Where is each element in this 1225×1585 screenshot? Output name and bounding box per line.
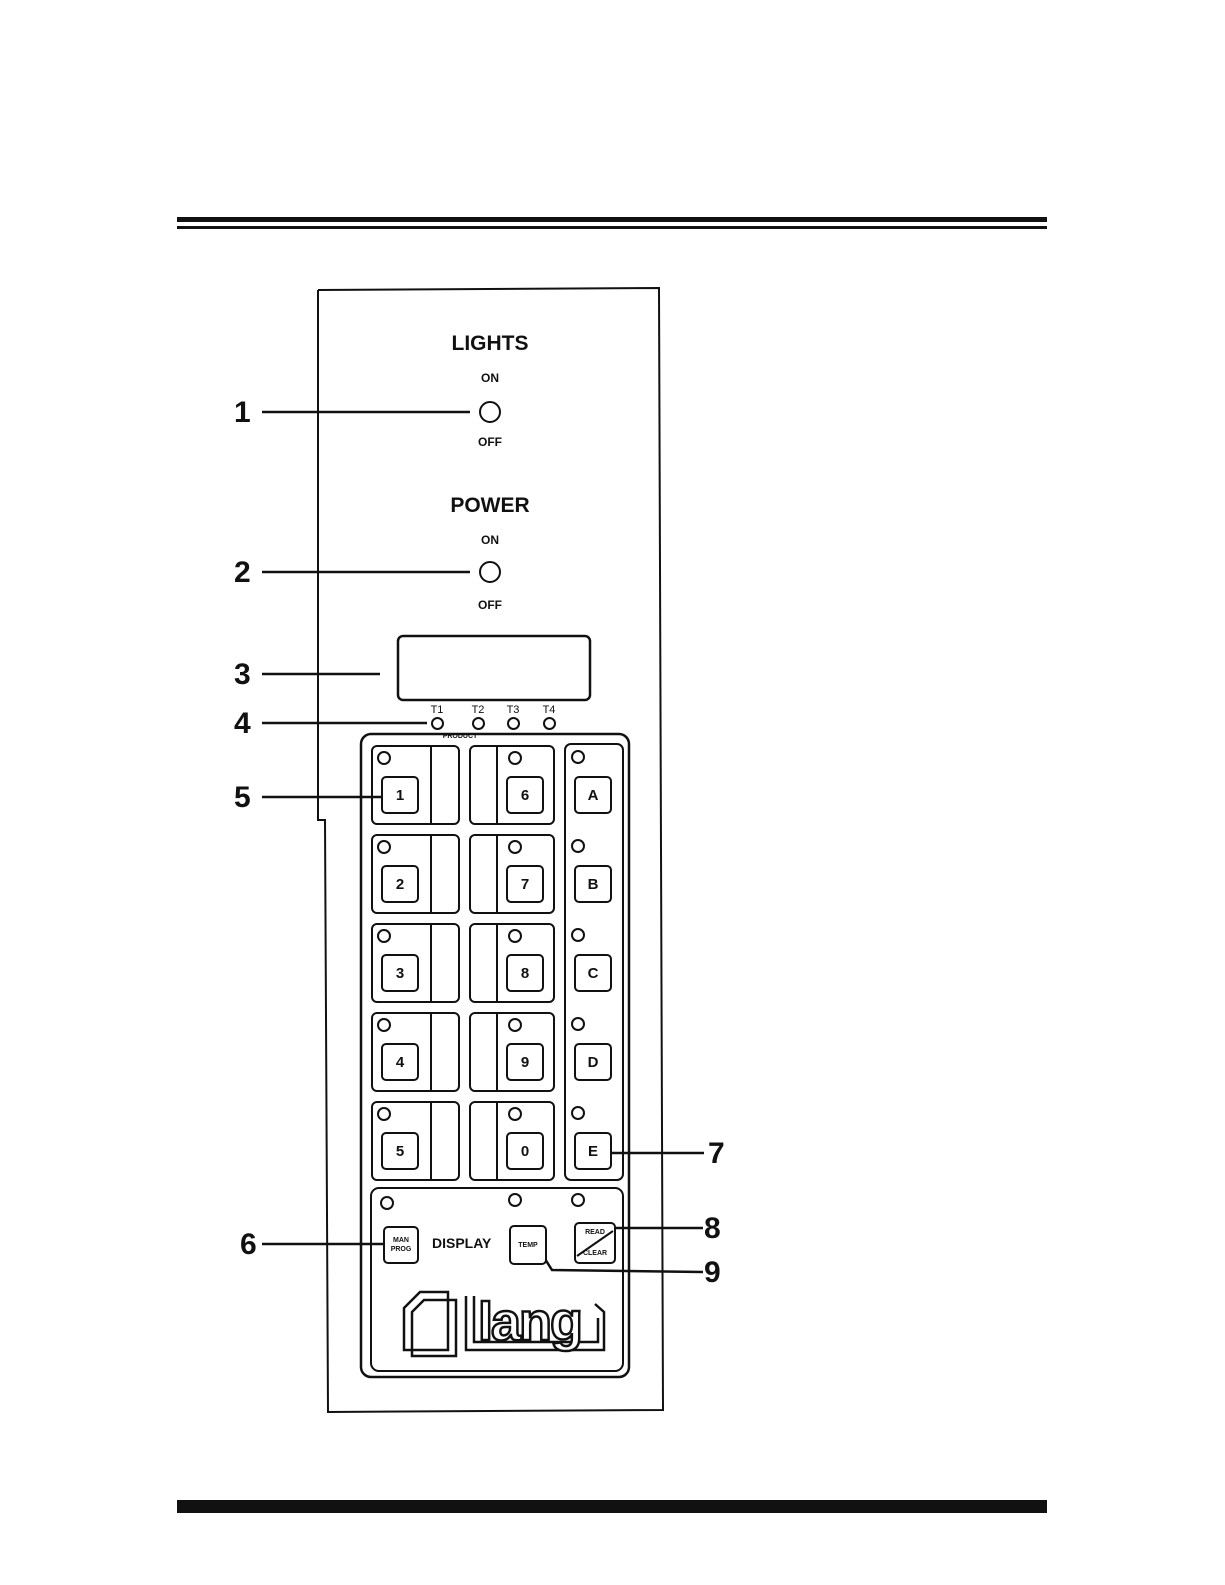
- logo-text: lang: [478, 1292, 581, 1352]
- product-key-5[interactable]: 5: [381, 1132, 419, 1170]
- display-window: [398, 636, 590, 700]
- product-led-1: [377, 751, 391, 765]
- product-cell-divider: [430, 834, 432, 914]
- callout-4: 4: [234, 709, 251, 739]
- callout-8: 8: [704, 1214, 721, 1244]
- callout-1: 1: [234, 398, 251, 428]
- timer-led-t1: [431, 717, 444, 730]
- timer-label-t1: T1: [425, 704, 449, 716]
- product-label: PRODUCT: [430, 733, 490, 740]
- letter-led-a: [571, 750, 585, 764]
- product-key-3[interactable]: 3: [381, 954, 419, 992]
- product-key-2[interactable]: 2: [381, 865, 419, 903]
- product-cell-divider: [496, 1101, 498, 1181]
- product-key-9[interactable]: 9: [506, 1043, 544, 1081]
- callout-7: 7: [708, 1139, 725, 1169]
- product-led-5: [377, 1107, 391, 1121]
- product-led-3: [377, 929, 391, 943]
- power-on-label: ON: [470, 533, 510, 547]
- callout-2: 2: [234, 558, 251, 588]
- temp-led: [508, 1193, 522, 1207]
- man-prog-line1: MAN: [393, 1236, 409, 1245]
- product-led-0: [508, 1107, 522, 1121]
- callout-9: 9: [704, 1258, 721, 1288]
- letter-key-a[interactable]: A: [574, 776, 612, 814]
- timer-led-t4: [543, 717, 556, 730]
- letter-key-e[interactable]: E: [574, 1132, 612, 1170]
- product-led-2: [377, 840, 391, 854]
- man-prog-line2: PROG: [391, 1245, 412, 1254]
- callout-line-9: [540, 1251, 703, 1272]
- product-key-7[interactable]: 7: [506, 865, 544, 903]
- display-label: DISPLAY: [432, 1235, 502, 1251]
- product-led-4: [377, 1018, 391, 1032]
- power-off-label: OFF: [470, 598, 510, 612]
- product-cell-divider: [430, 1101, 432, 1181]
- product-led-7: [508, 840, 522, 854]
- timer-label-t3: T3: [501, 704, 525, 716]
- lights-title: LIGHTS: [430, 332, 550, 356]
- letter-key-c[interactable]: C: [574, 954, 612, 992]
- product-led-9: [508, 1018, 522, 1032]
- temp-key-label: TEMP: [518, 1241, 537, 1250]
- timer-label-t2: T2: [466, 704, 490, 716]
- letter-led-b: [571, 839, 585, 853]
- timer-label-t4: T4: [537, 704, 561, 716]
- product-key-8[interactable]: 8: [506, 954, 544, 992]
- product-cell-divider: [430, 1012, 432, 1092]
- letter-led-e: [571, 1106, 585, 1120]
- product-cell-divider: [430, 923, 432, 1003]
- product-key-1[interactable]: 1: [381, 776, 419, 814]
- callout-3: 3: [234, 660, 251, 690]
- read-clear-slash: [574, 1222, 616, 1264]
- timer-led-t2: [472, 717, 485, 730]
- letter-key-d[interactable]: D: [574, 1043, 612, 1081]
- product-cell-divider: [430, 745, 432, 825]
- product-led-6: [508, 751, 522, 765]
- callout-5: 5: [234, 783, 251, 813]
- letter-led-c: [571, 928, 585, 942]
- lights-off-label: OFF: [470, 435, 510, 449]
- product-key-4[interactable]: 4: [381, 1043, 419, 1081]
- callout-6: 6: [240, 1230, 257, 1260]
- read-clear-led: [571, 1193, 585, 1207]
- temp-key[interactable]: TEMP: [509, 1225, 547, 1265]
- letter-led-d: [571, 1017, 585, 1031]
- product-cell-divider: [496, 834, 498, 914]
- lights-on-label: ON: [470, 371, 510, 385]
- product-key-0[interactable]: 0: [506, 1132, 544, 1170]
- product-cell-divider: [496, 923, 498, 1003]
- timer-led-t3: [507, 717, 520, 730]
- product-cell-divider: [496, 1012, 498, 1092]
- power-title: POWER: [430, 494, 550, 518]
- power-switch[interactable]: [479, 561, 501, 583]
- product-cell-divider: [496, 745, 498, 825]
- man-prog-key[interactable]: MAN PROG: [383, 1226, 419, 1264]
- lights-switch[interactable]: [479, 401, 501, 423]
- product-led-8: [508, 929, 522, 943]
- man-prog-led: [380, 1196, 394, 1210]
- product-key-6[interactable]: 6: [506, 776, 544, 814]
- letter-key-b[interactable]: B: [574, 865, 612, 903]
